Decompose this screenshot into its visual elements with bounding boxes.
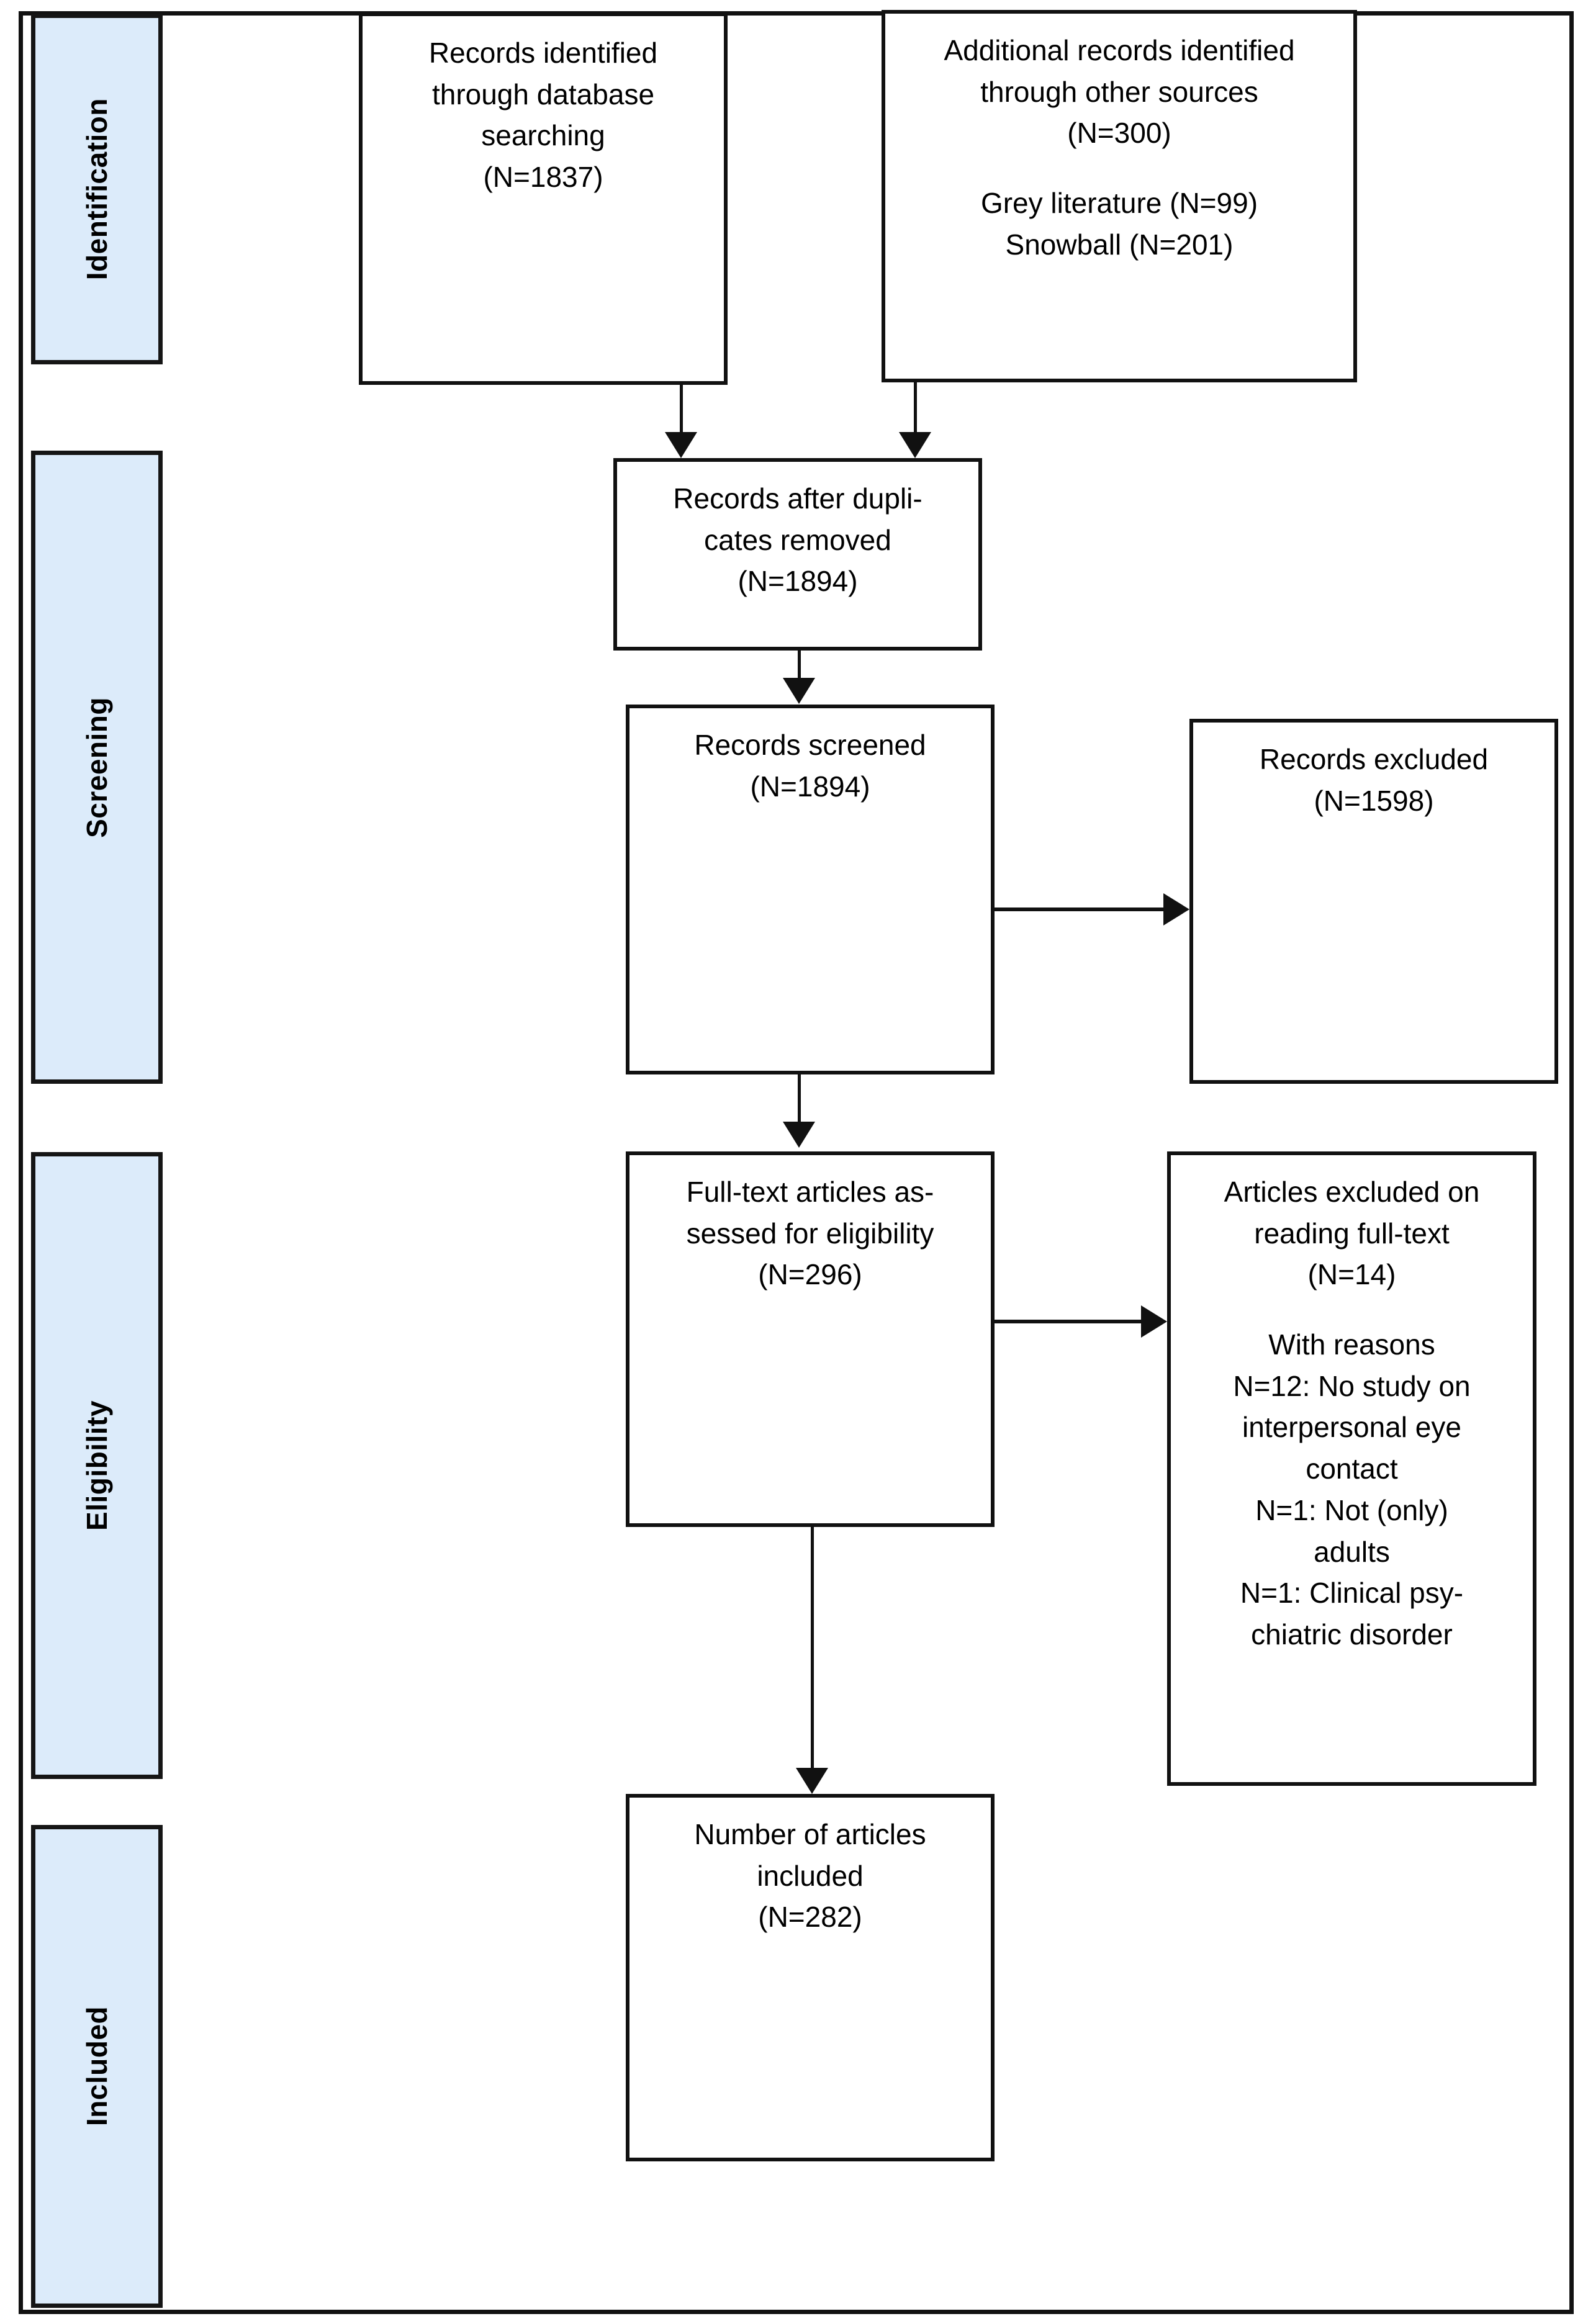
node-line: Articles excluded on [1224,1176,1480,1208]
node-line: Records identified [428,37,658,69]
connector-fulltext-to-articles-excluded [995,1320,1141,1323]
node-line: Records screened [694,729,926,761]
node-articles-included: Number of articles included (N=282) [626,1794,995,2161]
node-line: (N=1894) [750,770,870,803]
node-line: With reasons [1268,1328,1435,1361]
arrowhead-fulltext-to-included [796,1768,828,1794]
node-line: adults [1314,1535,1390,1568]
node-line: Additional records identified [944,34,1295,66]
node-line: (N=14) [1307,1258,1396,1291]
stage-screening: Screening [31,451,163,1084]
node-line: (N=300) [1067,117,1171,150]
node-line: contact [1306,1452,1398,1485]
connector-screened-to-fulltext [798,1074,801,1123]
node-articles-excluded-fulltext: Articles excluded on reading full-text (… [1167,1151,1536,1786]
node-line: Records excluded [1259,743,1489,775]
node-line: Grey literature (N=99) [980,187,1258,220]
node-line: cates removed [704,523,891,556]
connector-screened-to-excluded [995,908,1163,911]
node-line: (N=1598) [1314,784,1434,817]
node-line: through other sources [980,75,1258,108]
arrowhead-screened-to-excluded [1163,893,1189,926]
connector-fulltext-to-included [811,1527,814,1769]
node-line: chiatric disorder [1251,1618,1453,1651]
node-line: searching [481,119,605,152]
stage-identification: Identification [31,14,163,364]
node-line: interpersonal eye [1242,1411,1461,1444]
node-line: Records after dupli- [673,482,923,515]
node-line: (N=1894) [738,565,858,598]
node-line: Snowball (N=201) [1005,228,1234,261]
stage-eligibility: Eligibility [31,1152,163,1779]
stage-included-label: Included [81,2006,113,2127]
node-line: included [757,1859,864,1892]
node-fulltext-assessed: Full-text articles as- sessed for eligib… [626,1151,995,1527]
node-line: (N=1837) [483,161,603,194]
stage-included: Included [31,1825,163,2308]
stage-screening-label: Screening [81,696,113,838]
connector-db-search-to-dedup [680,385,683,433]
arrowhead-other-sources-to-dedup [899,432,931,458]
node-records-identified-database: Records identified through database sear… [359,12,728,385]
node-line: N=1: Not (only) [1255,1493,1448,1526]
arrowhead-fulltext-to-articles-excluded [1141,1305,1167,1338]
node-additional-records-other-sources: Additional records identified through ot… [882,10,1357,382]
node-records-excluded: Records excluded (N=1598) [1189,719,1558,1084]
arrowhead-dedup-to-screened [783,678,815,704]
node-line: (N=296) [758,1258,862,1291]
node-records-after-duplicates: Records after dupli- cates removed (N=18… [613,458,982,651]
node-line: through database [431,78,655,110]
node-line: sessed for eligibility [686,1217,934,1250]
arrowhead-screened-to-fulltext [783,1122,815,1148]
connector-dedup-to-screened [798,651,801,679]
node-line: (N=282) [758,1901,862,1934]
node-line: reading full-text [1254,1217,1450,1250]
stage-identification-label: Identification [81,97,113,281]
node-line: N=12: No study on [1233,1369,1471,1402]
node-line: N=1: Clinical psy- [1240,1577,1464,1610]
node-line: Number of articles [694,1818,926,1850]
node-records-screened: Records screened (N=1894) [626,705,995,1074]
connector-other-sources-to-dedup [914,382,917,433]
arrowhead-db-search-to-dedup [665,432,697,458]
node-line: Full-text articles as- [686,1176,934,1208]
stage-eligibility-label: Eligibility [81,1400,113,1531]
